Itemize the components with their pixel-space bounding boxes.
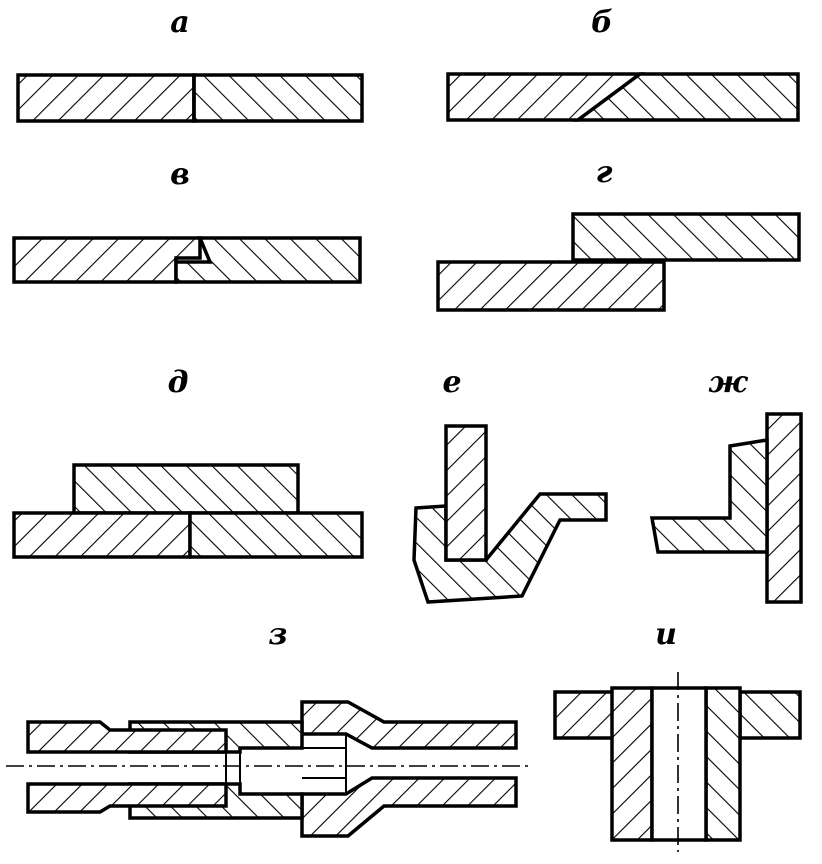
joint-zh (649, 412, 803, 604)
label-g: г (595, 155, 613, 190)
bushing-i-right (704, 686, 742, 842)
joint-d (12, 463, 364, 559)
label-z: з (268, 617, 288, 652)
bent-part-e (412, 492, 608, 604)
label-v: в (170, 157, 190, 192)
plate-g-bottom (436, 260, 666, 312)
sleeve-z-top (300, 700, 518, 750)
vertical-plate-e (444, 424, 488, 562)
joint-a (16, 73, 364, 123)
label-e: е (442, 365, 462, 400)
vertical-plate-zh (765, 412, 803, 604)
joint-b (446, 72, 800, 122)
plate-g-top (571, 212, 801, 262)
plate-d-right (188, 511, 364, 559)
label-a: а (170, 5, 190, 40)
bore-i (650, 686, 708, 842)
cover-plate-d (72, 463, 300, 515)
joint-i (553, 672, 802, 852)
label-d: д (167, 365, 189, 400)
label-b: б (591, 5, 613, 40)
plate-a-right (192, 73, 364, 123)
sleeve-z-bottom (300, 776, 518, 838)
plate-v-right (174, 236, 362, 284)
plate-d-left (12, 511, 192, 559)
bushing-i-left (610, 686, 654, 842)
plate-v-left (12, 236, 202, 284)
label-i: и (655, 617, 677, 652)
joint-v (12, 236, 362, 284)
flange-i-right (738, 690, 802, 740)
plate-a-left (16, 73, 196, 123)
joint-e (412, 424, 608, 604)
joint-g (436, 212, 801, 312)
plate-b-right (572, 72, 800, 122)
label-zh: ж (708, 365, 748, 400)
joint-z (6, 700, 530, 838)
angle-part-zh (649, 437, 769, 554)
